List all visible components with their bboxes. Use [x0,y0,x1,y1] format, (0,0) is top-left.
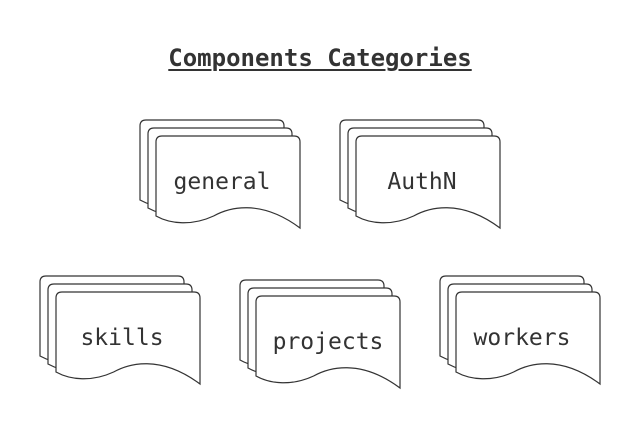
document-sheet-3 [455,291,601,386]
category-skills[interactable]: skills [39,275,201,386]
category-projects[interactable]: projects [239,279,401,390]
category-label: workers [474,325,571,351]
category-workers[interactable]: workers [439,275,601,386]
category-label: general [174,169,271,195]
document-sheet-3 [55,291,201,386]
category-authn[interactable]: AuthN [339,119,501,230]
diagram-title: Components Categories [168,44,472,72]
category-label: skills [80,325,163,351]
category-label: projects [273,329,384,355]
category-general[interactable]: general [139,119,301,230]
category-label: AuthN [387,169,456,195]
document-sheet-3 [155,135,301,230]
document-sheet-3 [255,295,401,390]
document-sheet-3 [355,135,501,230]
